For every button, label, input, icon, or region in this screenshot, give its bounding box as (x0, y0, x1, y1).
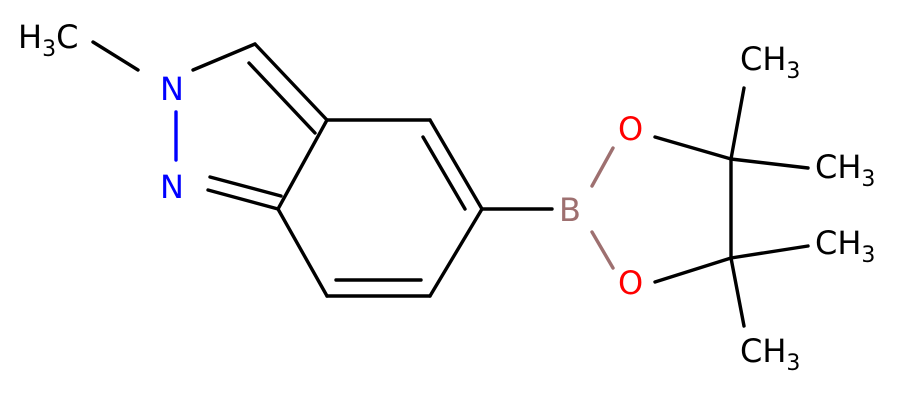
bond-cq1-me1 (729, 86, 746, 161)
bond-cq2-me3 (729, 244, 810, 260)
bond-c4-c5 (428, 118, 484, 211)
bond-n2-c3 (191, 42, 257, 72)
atom-oxygen-top: O (618, 110, 643, 148)
atom-methyl-1: CH3 (740, 40, 800, 84)
atom-methyl-3: CH3 (815, 224, 875, 268)
bond-c4-c5-inner (421, 135, 467, 211)
bond-methyl-n (91, 40, 140, 72)
bond-c3-c3a (253, 42, 329, 122)
bond-n1-c7a-inner (208, 175, 283, 198)
bond-n1-c7a (206, 188, 280, 211)
bond-cq2-me4 (729, 256, 746, 328)
bond-c3-c3a-inner (247, 61, 317, 135)
atom-methyl-2: CH3 (815, 148, 875, 192)
bond-b-otop (590, 146, 615, 188)
bond-c7-c7a (276, 207, 329, 298)
bond-b-obottom (590, 230, 615, 270)
bond-obottom-cq2 (653, 256, 733, 284)
bond-cq1-me2 (729, 157, 810, 170)
atom-boron: B (559, 191, 581, 229)
atom-oxygen-bottom: O (618, 264, 643, 302)
bond-c5-c6 (428, 207, 484, 298)
atom-methyl-4: CH3 (740, 332, 800, 376)
atom-n2: N (160, 70, 184, 108)
bond-c3a-c7a (276, 118, 329, 211)
atom-methyl-n: H3C (18, 18, 78, 62)
atom-n1: N (160, 168, 184, 206)
atom-labels: H3C N N B O O CH3 CH3 CH3 CH3 (18, 18, 875, 376)
bonds (91, 40, 810, 328)
bond-otop-cq1 (653, 135, 733, 161)
